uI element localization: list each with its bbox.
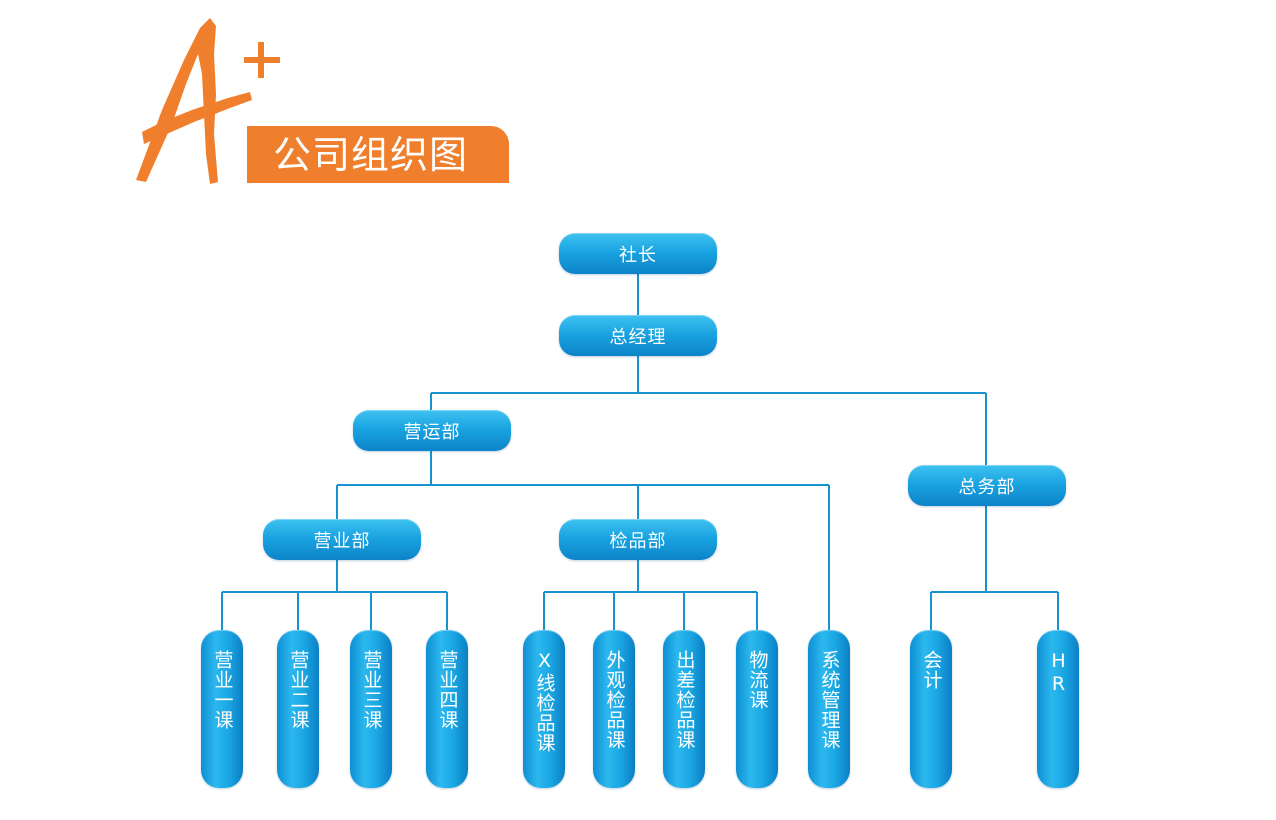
- node-label: 营业三课: [360, 650, 383, 730]
- node-visual-inspection: 外观检品课: [593, 630, 635, 788]
- node-hr: HR: [1037, 630, 1079, 788]
- node-label: HR: [1047, 650, 1070, 696]
- node-accounting: 会计: [910, 630, 952, 788]
- page-title: 公司组织图: [273, 132, 469, 177]
- node-label: 系统管理课: [818, 650, 841, 750]
- node-president: 社长: [559, 233, 717, 274]
- a-plus-logo: [136, 18, 280, 184]
- node-label: 社长: [619, 244, 657, 266]
- node-inspection-dept: 检品部: [559, 519, 717, 560]
- node-sales-dept: 营业部: [263, 519, 421, 560]
- node-label: 出差检品课: [673, 650, 696, 750]
- node-systems-management: 系统管理课: [808, 630, 850, 788]
- node-field-inspection: 出差检品课: [663, 630, 705, 788]
- node-general-affairs: 总务部: [908, 465, 1066, 506]
- node-label: 总经理: [609, 326, 667, 348]
- node-xray-inspection: X线检品课: [523, 630, 565, 788]
- node-logistics: 物流课: [736, 630, 778, 788]
- node-label: 营业一课: [211, 650, 234, 730]
- node-general-manager: 总经理: [559, 315, 717, 356]
- node-sales-3: 营业三课: [350, 630, 392, 788]
- node-label: 总务部: [958, 476, 1016, 498]
- node-label: 物流课: [746, 650, 769, 710]
- node-label: 检品部: [609, 530, 667, 552]
- node-sales-4: 营业四课: [426, 630, 468, 788]
- node-label: 营业四课: [436, 650, 459, 730]
- node-sales-1: 营业一课: [201, 630, 243, 788]
- node-label: 营业二课: [287, 650, 310, 730]
- node-label: 会计: [920, 650, 943, 690]
- node-operations: 营运部: [353, 410, 511, 451]
- node-label: X线检品课: [533, 650, 556, 753]
- node-sales-2: 营业二课: [277, 630, 319, 788]
- node-label: 营业部: [313, 530, 371, 552]
- node-label: 外观检品课: [603, 650, 626, 750]
- node-label: 营运部: [403, 421, 461, 443]
- title-banner: 公司组织图: [247, 126, 509, 183]
